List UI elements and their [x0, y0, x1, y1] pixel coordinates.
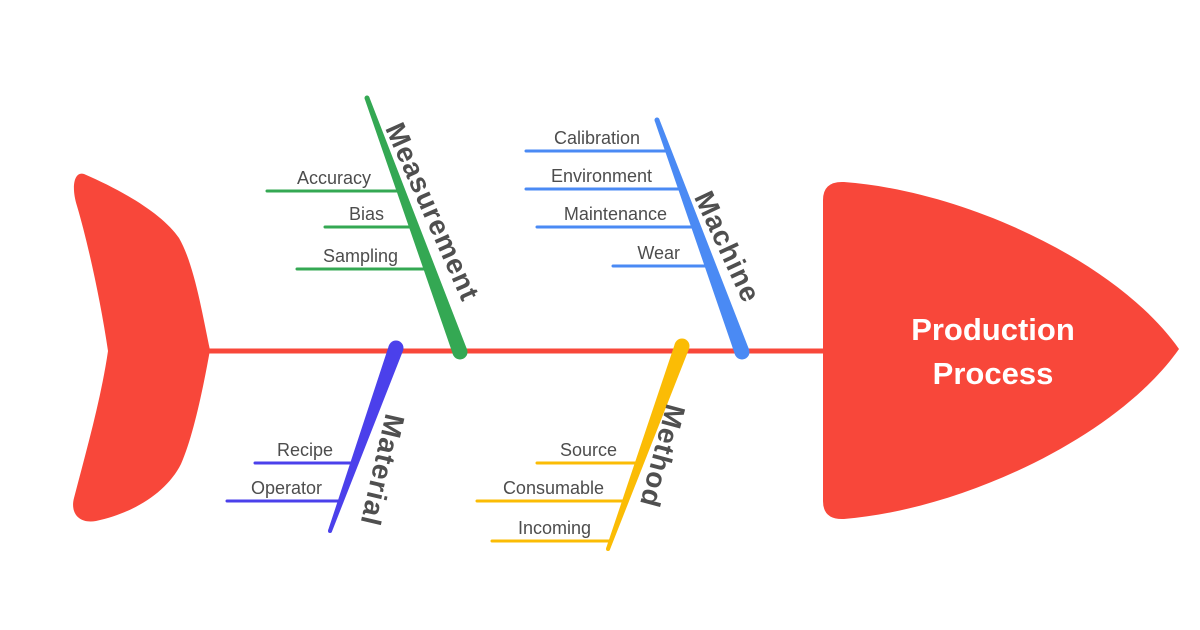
cause-label-incoming: Incoming: [517, 518, 591, 538]
method-bone: [606, 338, 690, 551]
measurement-bone: [364, 95, 468, 360]
cause-label-calibration: Calibration: [553, 128, 640, 148]
cause-label-environment: Environment: [550, 166, 652, 186]
cause-label-accuracy: Accuracy: [296, 168, 371, 188]
fish-tail-shape: [73, 173, 210, 522]
fish-head-title: Production Process: [911, 311, 1075, 391]
cause-label-source: Source: [559, 440, 617, 460]
cause-label-maintenance: Maintenance: [563, 204, 667, 224]
cause-label-recipe: Recipe: [276, 440, 333, 460]
cause-label-consumable: Consumable: [502, 478, 604, 498]
cause-label-wear: Wear: [637, 243, 680, 263]
cause-label-bias: Bias: [348, 204, 384, 224]
machine-bone: [654, 117, 750, 360]
material-bone: [328, 340, 404, 533]
fish-head-shape: [823, 181, 1179, 520]
cause-label-operator: Operator: [250, 478, 322, 498]
cause-label-sampling: Sampling: [322, 246, 398, 266]
